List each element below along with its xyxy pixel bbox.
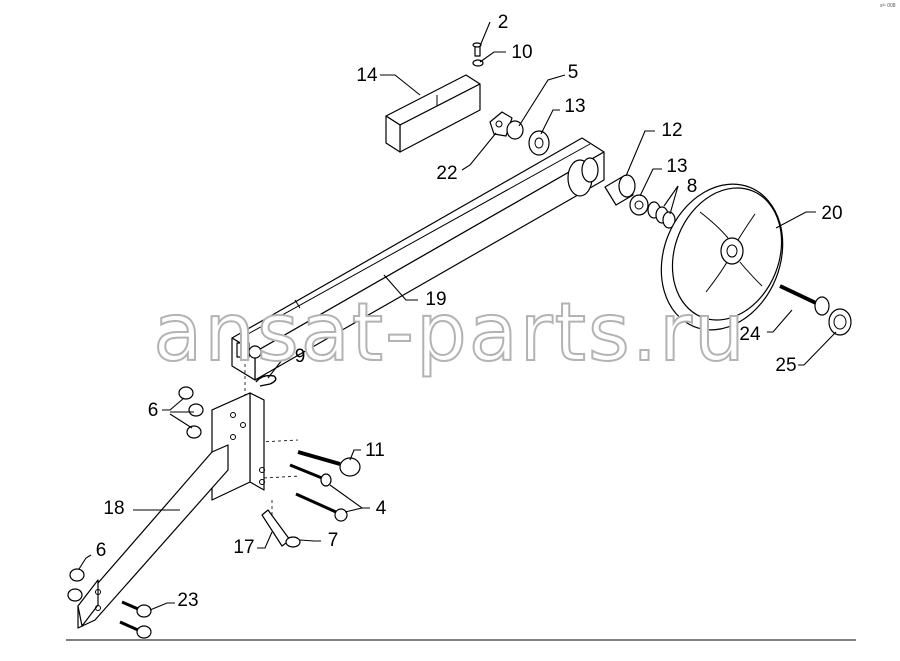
callout-24: 24	[739, 324, 761, 345]
callout-5: 5	[568, 62, 579, 83]
callout-6-lower: 6	[96, 540, 107, 561]
corner-mark: s³¹ 008	[880, 3, 896, 9]
callout-19: 19	[425, 289, 446, 310]
part-12-sleeve	[604, 174, 636, 206]
leader-lines	[78, 21, 837, 611]
callout-13-upper: 13	[564, 96, 585, 117]
callout-10: 10	[511, 42, 532, 63]
callout-25: 25	[775, 355, 796, 376]
callout-12: 12	[661, 120, 682, 141]
part-24-bolt	[779, 284, 830, 316]
callout-4: 4	[376, 498, 387, 519]
part-23-bolts	[119, 600, 152, 639]
part-6-nuts-lower	[67, 568, 85, 602]
callout-2: 2	[498, 12, 509, 33]
callout-11: 11	[365, 440, 385, 461]
callout-23: 23	[177, 590, 198, 611]
callout-14: 14	[356, 65, 378, 86]
callout-labels: 2 10 14 5 13 22 12 13 8 20 19 24 25 9 6 …	[96, 12, 843, 611]
part-2-screw	[472, 42, 482, 57]
callout-13-lower: 13	[666, 156, 687, 177]
part-18-bracket-arm	[77, 392, 265, 629]
part-9-clip	[255, 374, 277, 387]
part-13-bearing-lower	[629, 194, 649, 216]
part-25-cap	[828, 308, 852, 336]
part-8-seals	[647, 201, 676, 229]
part-14-cover	[385, 74, 481, 153]
callout-17: 17	[233, 537, 254, 558]
part-20-wheel	[660, 183, 784, 331]
callout-22: 22	[436, 163, 457, 184]
callout-7: 7	[328, 530, 339, 551]
part-7-nut	[285, 536, 301, 548]
part-19-beam	[231, 137, 605, 381]
callout-18: 18	[103, 498, 124, 519]
callout-9: 9	[295, 346, 306, 367]
watermark-text: ansat-parts.ru	[153, 286, 746, 379]
part-6-nuts-upper	[178, 386, 204, 439]
callout-20: 20	[821, 203, 842, 224]
part-11-pin	[297, 450, 361, 477]
callout-6-upper: 6	[148, 400, 159, 421]
callout-8: 8	[687, 176, 698, 197]
part-4-bolts	[289, 463, 348, 522]
part-13-bearing-upper	[528, 130, 550, 156]
